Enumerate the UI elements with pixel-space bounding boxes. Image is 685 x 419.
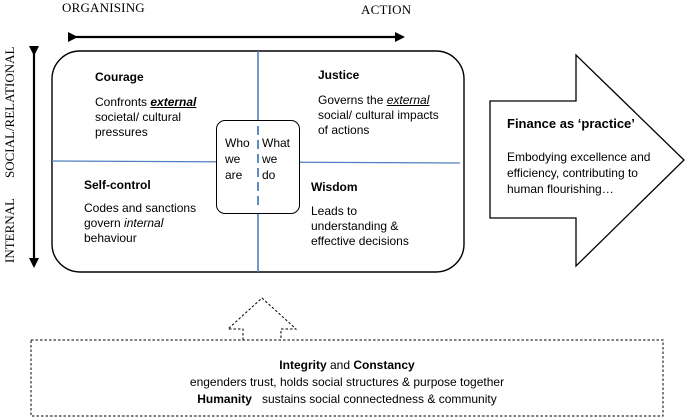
foundation-up-arrow: [226, 297, 298, 340]
we-word-left: we: [225, 152, 241, 166]
courage-line1: Confronts: [95, 95, 151, 109]
humanity-word: Humanity: [197, 392, 252, 406]
wisdom-line2: understanding &: [311, 219, 399, 233]
self-control-line1: Codes and sanctions: [84, 201, 197, 215]
identity-center-box: Who we are What we do: [216, 120, 300, 214]
justice-line1: Governs the: [318, 93, 387, 107]
courage-description: Confronts external societal/ cultural pr…: [95, 95, 196, 140]
justice-line3: of actions: [318, 123, 370, 137]
practice-description: Embodying excellence and efficiency, con…: [507, 149, 650, 197]
wisdom-line3: effective decisions: [311, 234, 409, 248]
courage-heading: Courage: [95, 70, 144, 84]
courage-line3: pressures: [95, 125, 148, 139]
constancy-word: Constancy: [353, 358, 415, 372]
humanity-line: Humanity sustains social connectedness &…: [62, 390, 632, 408]
who-we-are-text: Who we are: [225, 135, 250, 183]
self-control-description: Codes and sanctions govern internal beha…: [84, 201, 196, 246]
self-control-line3: behaviour: [84, 231, 137, 245]
trust-line: engenders trust, holds social structures…: [189, 375, 505, 389]
courage-external-emphasis: external: [150, 95, 197, 109]
practice-line2: efficiency, contributing to: [507, 166, 638, 180]
wisdom-heading: Wisdom: [311, 180, 358, 194]
do-word: do: [262, 168, 276, 182]
justice-description: Governs the external social/ cultural im…: [318, 93, 439, 138]
humanity-description: sustains social connectedness & communit…: [251, 392, 497, 406]
are-word: are: [225, 168, 243, 182]
wisdom-line1: Leads to: [311, 204, 358, 218]
courage-line2: societal/ cultural: [95, 110, 182, 124]
internal-label: INTERNAL: [2, 198, 17, 263]
what-word: What: [262, 136, 291, 150]
social-relational-label: SOCIAL/RELATIONAL: [2, 46, 17, 178]
courage-quadrant: Courage: [95, 70, 144, 84]
justice-external-emphasis: external: [386, 93, 430, 107]
what-we-do-text: What we do: [262, 135, 290, 183]
self-control-internal-emphasis: internal: [124, 216, 164, 230]
wisdom-description: Leads to understanding & effective decis…: [311, 204, 409, 249]
justice-heading: Justice: [318, 68, 360, 82]
who-word: Who: [225, 136, 250, 150]
integrity-constancy-line: Integrity and Constancy: [62, 356, 632, 374]
integrity-word: Integrity: [279, 358, 327, 372]
self-control-heading: Self-control: [84, 178, 151, 192]
justice-line2: social/ cultural impacts: [318, 108, 439, 122]
organising-label: ORGANISING: [62, 0, 145, 15]
action-label: ACTION: [361, 2, 412, 17]
and-word: and: [326, 358, 354, 372]
practice-line1: Embodying excellence and: [507, 150, 651, 164]
we-word-right: we: [262, 152, 278, 166]
practice-arrow: [489, 53, 685, 268]
practice-line3: human flourishing…: [507, 182, 614, 196]
foundation-box: [30, 339, 664, 417]
practice-title: Finance as ‘practice’: [507, 116, 635, 131]
self-control-line2: govern: [84, 216, 125, 230]
